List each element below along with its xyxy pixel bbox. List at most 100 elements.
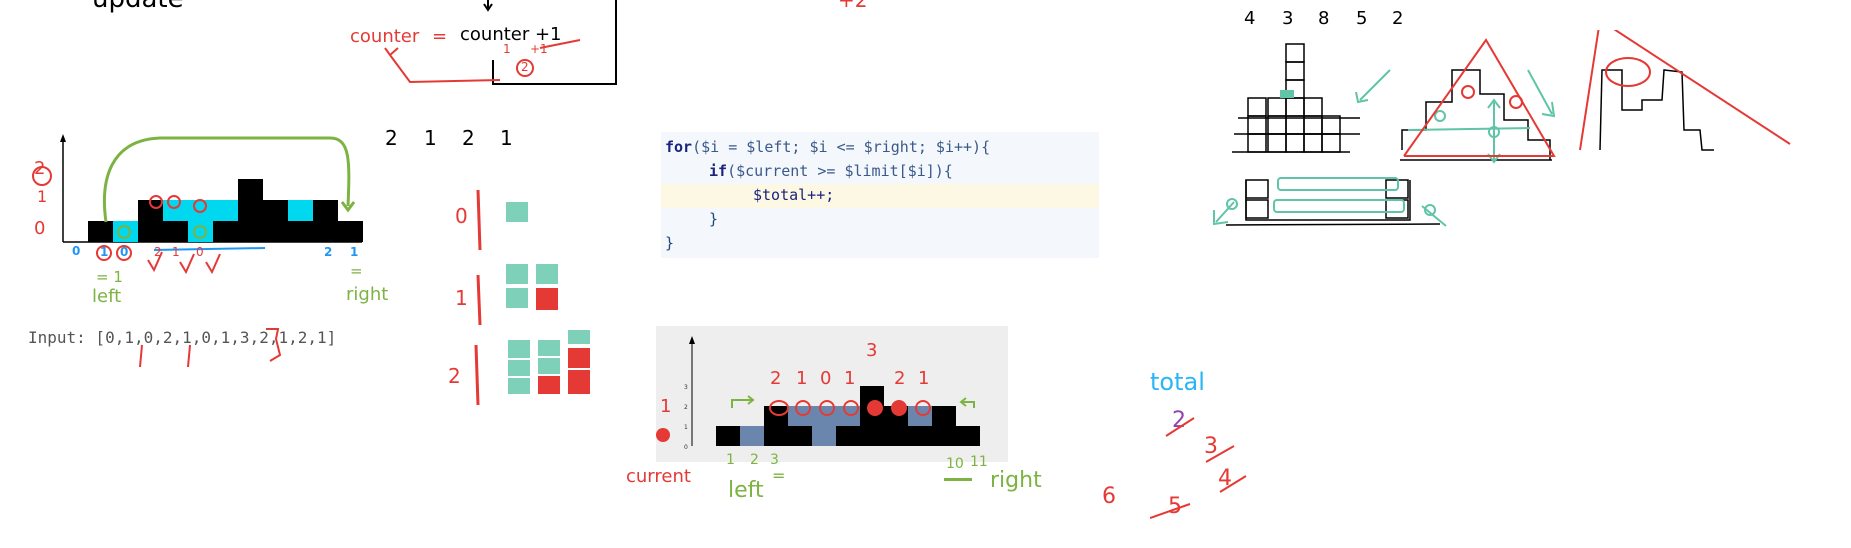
code-snippet: for($i = $left; $i <= $right; $i++){ if(… (661, 132, 1099, 258)
counter-lhs: counter (350, 26, 420, 47)
grid-row-1: 1 (455, 286, 468, 310)
grid-row-2: 2 (448, 364, 461, 388)
update-word: update (92, 0, 184, 14)
main-chart-y-tick-0: 0 (684, 444, 688, 451)
main-chart-bar-1 (716, 426, 740, 446)
left-annot: = 1 (96, 268, 123, 286)
left-chart-water-6 (213, 200, 238, 221)
left-chart-bar-8 (263, 200, 288, 242)
bar-side-label: 1 (660, 396, 672, 417)
bar-right-arrow (944, 478, 972, 481)
main-chart-y-tick-1: 1 (684, 424, 688, 431)
total-value-4: 4 (1218, 466, 1232, 491)
sequence-2a: 2 (385, 126, 398, 150)
bar-left-eq: = (772, 466, 786, 485)
main-chart-bar-10 (932, 406, 956, 446)
bar-x-green-1: 1 (726, 452, 735, 468)
bar-row-label-2: 0 (820, 368, 832, 389)
main-chart-bar-9 (908, 426, 932, 446)
total-strikes (1150, 417, 1247, 519)
code-line-2: if($current >= $limit[$i]){ (709, 162, 953, 180)
bar-x-green-2: 2 (750, 452, 759, 468)
main-chart-water-4 (788, 406, 812, 426)
bar-chart-bars (716, 386, 980, 446)
x-label-blue-2: 2 (324, 245, 333, 259)
bar-x-green-3: 3 (770, 452, 779, 468)
annot-plus-one: +1 (530, 42, 548, 56)
annot-one: 1 (503, 42, 511, 56)
left-chart-bar-11 (338, 221, 363, 242)
main-chart-bar-3 (764, 406, 788, 446)
bar-x-right-10: 10 (946, 456, 964, 472)
y-label-1: 1 (37, 187, 48, 206)
left-chart-bars (88, 179, 363, 242)
code-for-clause: ($i = $left; $i <= $right; $i++){ (692, 138, 991, 156)
main-chart-water-9 (908, 406, 932, 426)
bar-chart-circles (769, 400, 931, 416)
bar-row-label-5: 1 (918, 368, 930, 389)
counter-equals: = (432, 26, 448, 47)
grid-sketch (474, 189, 590, 406)
right-annot: = (350, 262, 363, 280)
left-chart-bar-10 (313, 200, 338, 242)
bar-side-dot (656, 428, 670, 442)
x-label-red-0: 0 (120, 245, 129, 259)
x-label-red-2: 2 (154, 245, 162, 259)
top-red-mark: +2 (838, 0, 868, 12)
bar-current-word: current (626, 466, 691, 487)
total-value-5: 5 (1168, 494, 1182, 519)
skyline-height-8: 8 (1318, 8, 1330, 29)
main-chart-bar-4 (788, 426, 812, 446)
main-chart-bar-11 (956, 426, 980, 446)
code-keyword-for: for (665, 138, 693, 156)
code-line-1: for($i = $left; $i <= $right; $i++){ (665, 138, 990, 156)
total-value-3: 3 (1204, 434, 1218, 459)
code-line-3[interactable]: $total++; (753, 186, 835, 204)
bar-row-label-0: 2 (770, 368, 782, 389)
left-chart-bar-1 (88, 221, 113, 242)
left-chart-water-5 (188, 200, 213, 242)
left-chart-water-2 (113, 221, 138, 242)
x-label-blue-1: 1 (350, 245, 359, 259)
counter-rhs: counter +1 (460, 24, 562, 45)
left-chart-bar-6 (213, 221, 238, 242)
skyline-height-4: 4 (1244, 8, 1256, 29)
code-keyword-if: if (709, 162, 728, 180)
skyline-sketch (1213, 30, 1791, 227)
total-word: total (1150, 368, 1205, 396)
bar-x-right-11: 11 (970, 454, 988, 470)
bar-chart-top-label: 3 (866, 340, 878, 361)
main-chart-y-tick-3: 3 (684, 384, 688, 391)
skyline-height-5: 5 (1356, 8, 1368, 29)
y-label-0: 0 (34, 218, 46, 239)
main-chart-water-6 (836, 406, 860, 426)
counter-bracket (384, 0, 617, 85)
sequence-1a: 1 (424, 126, 437, 150)
skyline-height-2: 2 (1392, 8, 1404, 29)
total-six: 6 (1102, 484, 1116, 509)
main-chart-y-tick-2: 2 (684, 404, 688, 411)
code-if-clause: ($current >= $limit[$i]){ (727, 162, 953, 180)
left-bar-diagram (32, 134, 363, 275)
bar-row-label-3: 1 (844, 368, 856, 389)
main-chart-water-2 (740, 426, 764, 446)
right-word: right (346, 284, 389, 305)
main-chart-bar-6 (836, 426, 860, 446)
left-chart-water-9 (288, 200, 313, 221)
sequence-1b: 1 (500, 126, 513, 150)
x-label-red-0b: 0 (196, 245, 204, 259)
x-label-red-1b: 1 (172, 245, 180, 259)
main-chart-bar-7 (860, 386, 884, 446)
left-chart-bar-9 (288, 221, 313, 242)
left-chart-water-4 (163, 200, 188, 221)
left-chart-bar-7 (238, 179, 263, 242)
input-marks (139, 328, 282, 368)
current-line-highlight (661, 184, 1099, 208)
bar-row-label-4: 2 (894, 368, 906, 389)
grid-row-0: 0 (455, 204, 468, 228)
left-word: left (92, 286, 122, 307)
total-value-2: 2 (1172, 408, 1186, 433)
bar-left-word: left (728, 478, 764, 503)
code-line-5: } (665, 234, 675, 252)
